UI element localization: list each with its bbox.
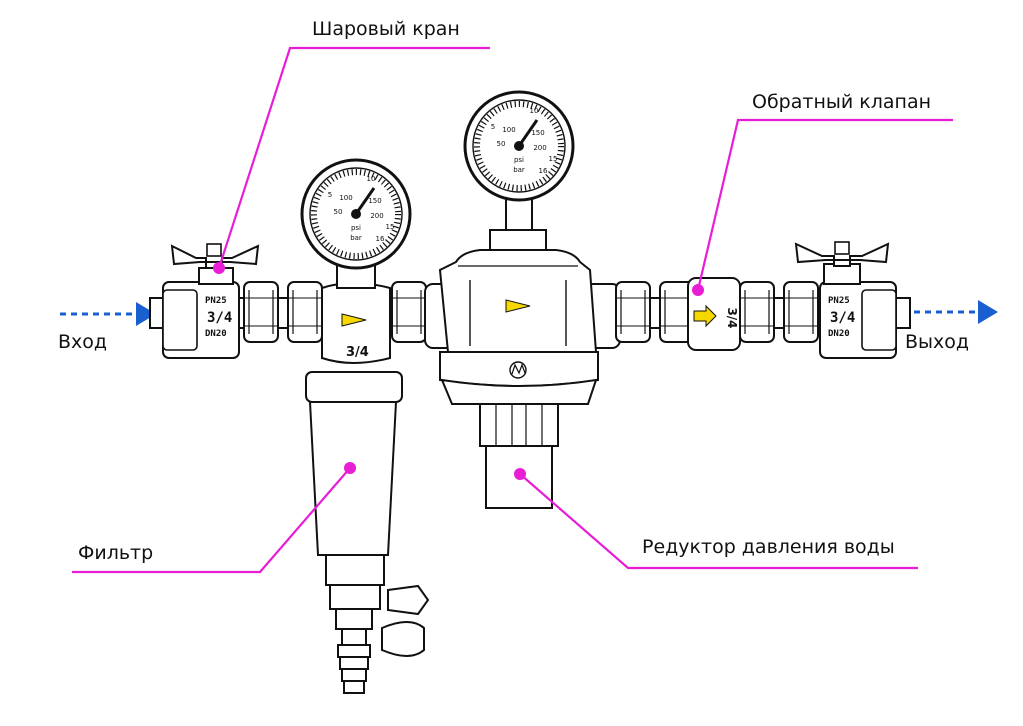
- svg-text:psi: psi: [351, 224, 361, 232]
- svg-text:15: 15: [386, 223, 395, 231]
- label-check-valve: Обратный клапан: [752, 91, 932, 113]
- label-ball-valve: Шаровый кран: [312, 18, 460, 40]
- label-reducer: Редуктор давления воды: [642, 536, 895, 558]
- svg-text:3/4: 3/4: [725, 307, 739, 328]
- svg-text:16: 16: [539, 167, 548, 175]
- callout-line-reducer: [519, 473, 918, 570]
- svg-text:200: 200: [533, 144, 546, 152]
- right-valve-marking: PN25 3/4 DN20: [828, 296, 855, 339]
- svg-text:16: 16: [376, 235, 385, 243]
- callout-dot-filter: [344, 462, 356, 474]
- right-valve-nut: [783, 281, 819, 343]
- callout-line-filter: [72, 467, 351, 574]
- svg-text:3/4: 3/4: [830, 310, 855, 326]
- check-valve-right-nut: [739, 281, 775, 343]
- svg-text:PN25: PN25: [205, 296, 227, 306]
- left-valve-nut: [243, 281, 279, 343]
- svg-text:DN20: DN20: [828, 329, 850, 339]
- reducer-logo-icon: [509, 361, 527, 379]
- callout-dot-reducer: [514, 468, 526, 480]
- reducer-gauge-stem: [505, 195, 533, 231]
- svg-text:200: 200: [370, 212, 383, 220]
- filter-pressure-gauge: 5 10 15 50 100 150 200 psi bar 16: [300, 158, 412, 270]
- svg-text:10: 10: [530, 107, 539, 115]
- svg-text:5: 5: [328, 191, 332, 199]
- label-outlet: Выход: [905, 331, 970, 353]
- svg-text:5: 5: [491, 123, 495, 131]
- svg-text:15: 15: [549, 155, 558, 163]
- svg-text:150: 150: [368, 197, 381, 205]
- filter-body: 3/4: [305, 261, 430, 694]
- inlet-flow-arrow: [60, 302, 156, 326]
- left-valve-marking: PN25 3/4 DN20: [205, 296, 232, 339]
- reducer-flow-indicator: [505, 299, 531, 313]
- callout-dot-check-valve: [692, 284, 704, 296]
- svg-text:psi: psi: [514, 156, 524, 164]
- callout-line-check-valve: [696, 118, 953, 291]
- callout-dot-ball-valve: [213, 262, 225, 274]
- svg-text:3/4: 3/4: [207, 310, 232, 326]
- filter-flow-indicator: [341, 313, 367, 327]
- svg-text:50: 50: [497, 140, 506, 148]
- svg-text:3/4: 3/4: [346, 345, 369, 360]
- filter-drain-hose-fitting: [335, 608, 373, 694]
- svg-text:PN25: PN25: [828, 296, 850, 306]
- pressure-reducer-body: [424, 229, 621, 509]
- outlet-flow-arrow: [903, 300, 998, 324]
- svg-text:100: 100: [339, 194, 352, 202]
- label-inlet: Вход: [58, 331, 108, 353]
- svg-text:150: 150: [531, 129, 544, 137]
- svg-text:50: 50: [334, 208, 343, 216]
- svg-text:bar: bar: [513, 166, 525, 174]
- svg-text:bar: bar: [350, 234, 362, 242]
- filter-inlet-nut: [287, 281, 323, 343]
- callout-line-ball-valve: [217, 46, 490, 269]
- check-valve-flow-indicator: [693, 304, 717, 328]
- left-ball-valve: PN25 3/4 DN20: [162, 243, 260, 359]
- svg-text:100: 100: [502, 126, 515, 134]
- reducer-pressure-gauge: 5 10 15 50 100 150 200 psi bar 16: [463, 90, 575, 202]
- reducer-outlet-nut: [615, 281, 651, 343]
- filter-outlet-nut: [391, 281, 427, 343]
- svg-text:DN20: DN20: [205, 329, 227, 339]
- right-ball-valve: PN25 3/4 DN20: [794, 241, 897, 359]
- svg-text:10: 10: [367, 175, 376, 183]
- label-filter: Фильтр: [78, 542, 154, 564]
